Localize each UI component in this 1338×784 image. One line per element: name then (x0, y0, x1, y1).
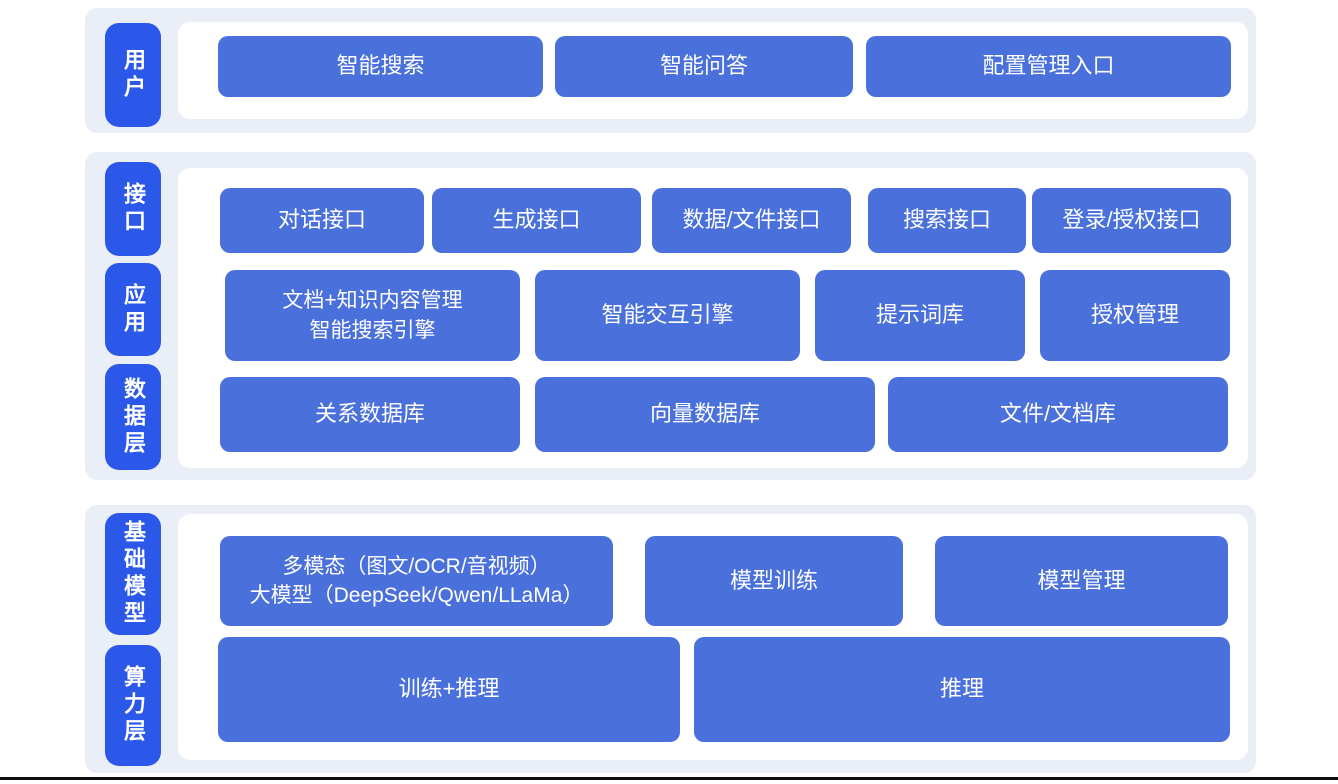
layer-label-interface: 接口 (105, 162, 161, 256)
block-vector-db: 向量数据库 (535, 377, 875, 452)
block-prompt-library: 提示词库 (815, 270, 1025, 361)
layer-label-user: 用户 (105, 23, 161, 127)
block-generation-api: 生成接口 (432, 188, 641, 253)
platform-panel: 对话接口 生成接口 数据/文件接口 搜索接口 登录/授权接口 文档+知识内容管理… (178, 168, 1248, 468)
layer-label-application: 应用 (105, 263, 161, 356)
bottom-divider-line (0, 777, 1338, 780)
user-layer-band: 用户 智能搜索 智能问答 配置管理入口 (85, 8, 1256, 133)
user-layer-panel: 智能搜索 智能问答 配置管理入口 (178, 22, 1248, 119)
foundation-band: 基础模型 算力层 多模态（图文/OCR/音视频） 大模型（DeepSeek/Qw… (85, 505, 1256, 773)
block-doc-knowledge-search-engine: 文档+知识内容管理 智能搜索引擎 (225, 270, 520, 361)
block-login-auth-api: 登录/授权接口 (1032, 188, 1231, 253)
block-relational-db: 关系数据库 (220, 377, 520, 452)
block-search-api: 搜索接口 (868, 188, 1026, 253)
block-multimodal-llm: 多模态（图文/OCR/音视频） 大模型（DeepSeek/Qwen/LLaMa） (220, 536, 613, 626)
block-auth-management: 授权管理 (1040, 270, 1230, 361)
block-model-management: 模型管理 (935, 536, 1228, 626)
block-file-document-store: 文件/文档库 (888, 377, 1228, 452)
block-smart-interaction-engine: 智能交互引擎 (535, 270, 800, 361)
block-training-inference: 训练+推理 (218, 637, 680, 742)
block-model-training: 模型训练 (645, 536, 903, 626)
layer-label-data-layer: 数据层 (105, 364, 161, 470)
layer-label-base-model: 基础模型 (105, 513, 161, 635)
block-data-file-api: 数据/文件接口 (652, 188, 851, 253)
block-dialog-api: 对话接口 (220, 188, 424, 253)
block-config-management-entry: 配置管理入口 (866, 36, 1231, 97)
block-inference: 推理 (694, 637, 1230, 742)
foundation-panel: 多模态（图文/OCR/音视频） 大模型（DeepSeek/Qwen/LLaMa）… (178, 514, 1248, 760)
platform-band: 接口 应用 数据层 对话接口 生成接口 数据/文件接口 搜索接口 登录/授权接口… (85, 152, 1256, 480)
block-smart-search: 智能搜索 (218, 36, 543, 97)
layer-label-compute-layer: 算力层 (105, 645, 161, 766)
block-smart-qa: 智能问答 (555, 36, 853, 97)
